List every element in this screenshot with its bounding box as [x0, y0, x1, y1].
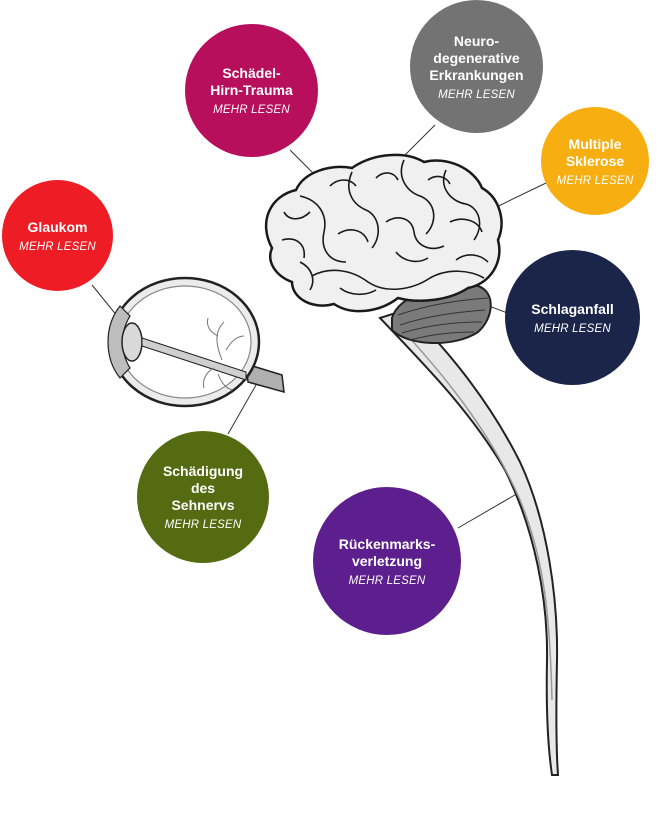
lens — [121, 322, 143, 362]
read-more-link[interactable]: MEHR LESEN — [164, 519, 242, 531]
circle-multiple-sklerose[interactable]: Multiple Sklerose MEHR LESEN — [541, 107, 649, 215]
read-more-link[interactable]: MEHR LESEN — [213, 104, 290, 116]
circle-neurodegenerative-erkrankungen[interactable]: Neuro- degenerative Erkrankungen MEHR LE… — [410, 0, 543, 133]
circle-title: Multiple Sklerose — [565, 135, 625, 169]
read-more-link[interactable]: MEHR LESEN — [19, 240, 96, 253]
brain — [264, 153, 503, 313]
circle-rueckenmarksverletzung[interactable]: Rückenmarks- verletzung MEHR LESEN — [313, 487, 461, 635]
circle-title: Schädel- Hirn-Trauma — [210, 65, 293, 98]
circle-title: Glaukom — [27, 218, 88, 235]
read-more-link[interactable]: MEHR LESEN — [534, 322, 611, 335]
circle-schaedigung-des-sehnervs[interactable]: Schädigung des Sehnervs MEHR LESEN — [137, 431, 269, 563]
eye — [107, 276, 285, 408]
read-more-link[interactable]: MEHR LESEN — [556, 174, 634, 187]
circle-title: Schlaganfall — [531, 300, 614, 317]
circle-glaukom[interactable]: Glaukom MEHR LESEN — [2, 180, 113, 291]
circle-title: Rückenmarks- verletzung — [338, 535, 436, 569]
read-more-link[interactable]: MEHR LESEN — [438, 88, 515, 101]
circle-schlaganfall[interactable]: Schlaganfall MEHR LESEN — [505, 250, 640, 385]
circle-title: Schädigung des Sehnervs — [162, 463, 244, 513]
circle-schaedel-hirn-trauma[interactable]: Schädel- Hirn-Trauma MEHR LESEN — [185, 24, 318, 157]
read-more-link[interactable]: MEHR LESEN — [348, 574, 426, 587]
circle-title: Neuro- degenerative Erkrankungen — [429, 32, 524, 83]
connector-optic — [227, 384, 257, 435]
connector-spinal — [457, 491, 521, 529]
